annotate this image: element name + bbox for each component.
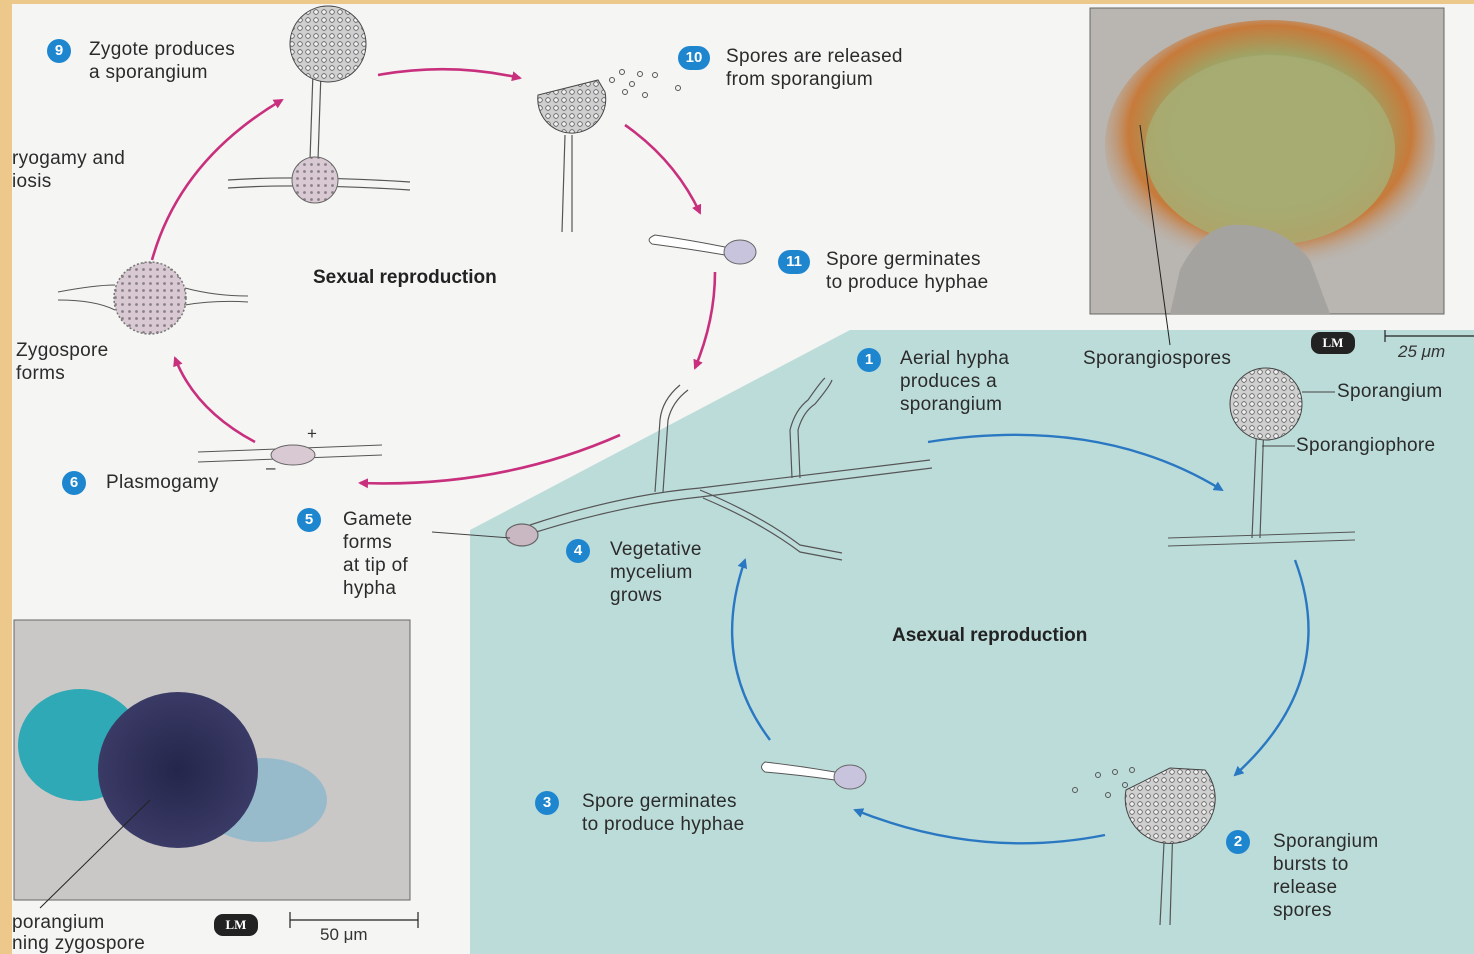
sporangiophore-label: Sporangiophore	[1296, 434, 1435, 457]
scale-label-bottom: 50 μm	[320, 925, 368, 945]
scale-label-top: 25 μm	[1398, 342, 1445, 362]
sporangiospores-label: Sporangiospores	[1083, 347, 1231, 370]
step-3-badge: 3	[535, 791, 559, 815]
step-2-badge: 2	[1226, 830, 1250, 854]
step-4-badge: 4	[566, 539, 590, 563]
plasmogamy-minus-sign: –	[266, 458, 275, 478]
lm-badge-bottom: LM	[214, 914, 258, 936]
step-6-label: Plasmogamy	[106, 471, 219, 494]
step-11-badge: 11	[778, 250, 810, 274]
step-6-badge: 6	[62, 471, 86, 495]
asexual-reproduction-title: Asexual reproduction	[892, 625, 1087, 647]
step-5-badge: 5	[297, 508, 321, 532]
lm-badge-top: LM	[1311, 332, 1355, 354]
step-10-badge: 10	[678, 46, 710, 70]
sporangium-label: Sporangium	[1337, 380, 1442, 403]
step-9-badge: 9	[47, 39, 71, 63]
step-1-badge: 1	[857, 348, 881, 372]
sporangium-photo	[1090, 8, 1444, 345]
zygosporangium-photo	[14, 620, 410, 908]
plasmogamy-plus-sign: +	[307, 424, 317, 444]
sexual-reproduction-title: Sexual reproduction	[313, 267, 497, 289]
